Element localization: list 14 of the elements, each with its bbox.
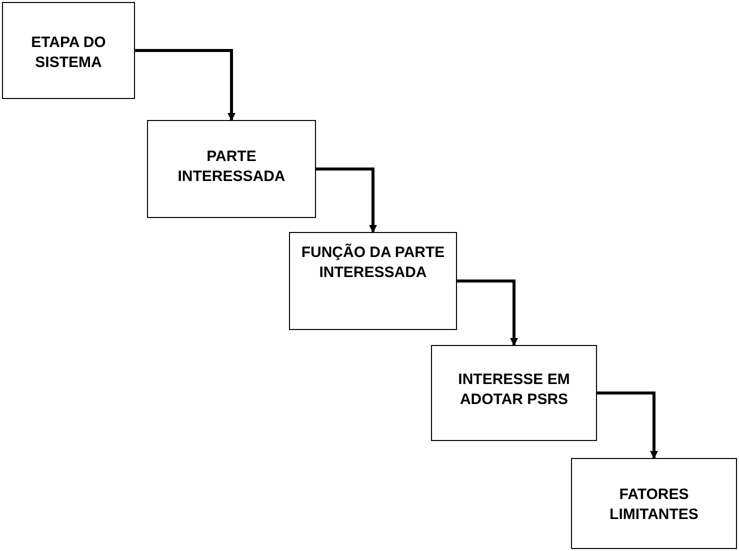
- arrow: [457, 280, 518, 346]
- box-label: FUNÇÃO DA PARTE INTERESSADA: [300, 243, 446, 283]
- process-box: [147, 120, 316, 218]
- process-box: [431, 345, 597, 441]
- box-label: INTERESSE EM ADOTAR PSRS: [457, 370, 571, 410]
- arrow: [597, 392, 658, 459]
- arrow: [316, 168, 377, 233]
- process-box: [2, 2, 135, 99]
- process-box: [571, 458, 737, 549]
- box-label: ETAPA DO SISTEMA: [30, 33, 107, 73]
- arrow: [135, 49, 236, 121]
- box-label: FATORES LIMITANTES: [608, 485, 700, 525]
- process-box: [289, 232, 457, 330]
- box-label: PARTE INTERESSADA: [176, 147, 286, 187]
